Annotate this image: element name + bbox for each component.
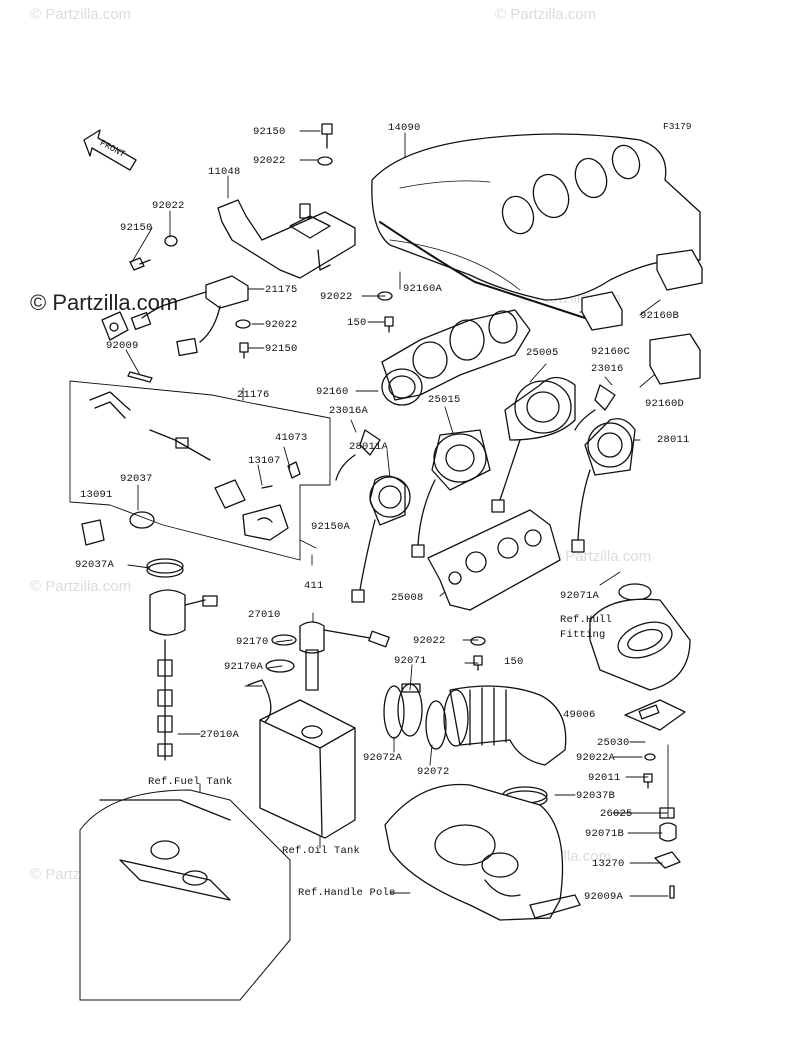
part-label[interactable]: 92160 bbox=[316, 386, 349, 398]
part-label[interactable]: 14090 bbox=[388, 122, 421, 134]
part-label[interactable]: 23016A bbox=[329, 405, 369, 417]
part-label[interactable]: 411 bbox=[304, 580, 324, 592]
kit-outline bbox=[69, 380, 331, 561]
part-label[interactable]: 25008 bbox=[391, 592, 424, 604]
watermark: © Partzilla.com bbox=[30, 578, 132, 595]
part-label[interactable]: 25005 bbox=[526, 347, 559, 359]
part-label[interactable]: 92150 bbox=[253, 126, 286, 138]
part-label[interactable]: 92071 bbox=[394, 655, 427, 667]
part-label[interactable]: 28011A bbox=[349, 441, 389, 453]
ref-fuel-tank-label: Ref.Fuel Tank bbox=[148, 776, 233, 788]
part-label[interactable]: 92071B bbox=[585, 828, 625, 840]
gauge-bracket bbox=[427, 509, 561, 611]
handle-pole bbox=[384, 783, 581, 921]
kit-parts bbox=[89, 391, 301, 541]
front-arrow-icon: FRONT bbox=[83, 129, 137, 171]
part-label[interactable]: 92022A bbox=[576, 752, 616, 764]
sensor-module bbox=[624, 699, 686, 731]
watermark: © Partzilla.com bbox=[30, 6, 132, 23]
part-label[interactable]: 92037 bbox=[120, 473, 153, 485]
oil-tank bbox=[247, 679, 356, 839]
hood-cover bbox=[371, 133, 701, 319]
fasteners-lower bbox=[470, 636, 681, 899]
part-label[interactable]: 21176 bbox=[237, 389, 270, 401]
rubber-boot bbox=[443, 685, 567, 766]
part-label[interactable]: 150 bbox=[347, 317, 367, 329]
foam-pads bbox=[581, 249, 703, 385]
part-label[interactable]: 26025 bbox=[600, 808, 633, 820]
part-label[interactable]: 92170 bbox=[236, 636, 269, 648]
part-label[interactable]: 92009 bbox=[106, 340, 139, 352]
part-label[interactable]: 150 bbox=[504, 656, 524, 668]
part-label[interactable]: 92150 bbox=[120, 222, 153, 234]
part-label[interactable]: 92072 bbox=[417, 766, 450, 778]
part-label[interactable]: 92072A bbox=[363, 752, 403, 764]
part-label[interactable]: 13091 bbox=[80, 489, 113, 501]
part-label[interactable]: 13270 bbox=[592, 858, 625, 870]
part-label[interactable]: 92071A bbox=[560, 590, 600, 602]
part-label[interactable]: 21175 bbox=[265, 284, 298, 296]
part-label[interactable]: 92150A bbox=[311, 521, 351, 533]
ref-handle-pole-label: Ref.Handle Pole bbox=[298, 887, 396, 899]
part-label[interactable]: 28011 bbox=[657, 434, 690, 446]
part-label[interactable]: 25015 bbox=[428, 394, 461, 406]
fasteners-upper bbox=[127, 123, 394, 383]
gauge-housing bbox=[381, 309, 531, 406]
part-label[interactable]: 49006 bbox=[563, 709, 596, 721]
part-label[interactable]: 27010 bbox=[248, 609, 281, 621]
part-label[interactable]: 25030 bbox=[597, 737, 630, 749]
watermark: © Partzilla.com bbox=[495, 6, 597, 23]
part-label[interactable]: 92170A bbox=[224, 661, 264, 673]
diagram-code: F3179 bbox=[663, 121, 692, 132]
part-label[interactable]: 41073 bbox=[275, 432, 308, 444]
part-label[interactable]: 92009A bbox=[584, 891, 624, 903]
ref-hull-fitting-label: Ref.Hull bbox=[560, 614, 613, 626]
fuel-sensor-left bbox=[149, 589, 218, 761]
part-label[interactable]: 92022 bbox=[152, 200, 185, 212]
part-label[interactable]: 27010A bbox=[200, 729, 240, 741]
part-label[interactable]: 92037B bbox=[576, 790, 616, 802]
clamps bbox=[383, 683, 447, 750]
relay-harness bbox=[101, 275, 249, 357]
part-label[interactable]: 92022 bbox=[265, 319, 298, 331]
part-label[interactable]: 92160B bbox=[640, 310, 680, 322]
part-label[interactable]: 92037A bbox=[75, 559, 115, 571]
small-parts-left bbox=[81, 511, 184, 578]
ref-oil-tank-label: Ref.Oil Tank bbox=[282, 845, 361, 857]
hull-fitting bbox=[589, 583, 691, 691]
part-label[interactable]: 92160D bbox=[645, 398, 685, 410]
part-label[interactable]: 23016 bbox=[591, 363, 624, 375]
part-label[interactable]: 92160A bbox=[403, 283, 443, 295]
part-label[interactable]: 92011 bbox=[588, 772, 621, 784]
part-label[interactable]: 92022 bbox=[253, 155, 286, 167]
oil-sensor bbox=[265, 621, 390, 691]
part-label[interactable]: 92150 bbox=[265, 343, 298, 355]
part-label[interactable]: 13107 bbox=[248, 455, 281, 467]
part-label[interactable]: 92160C bbox=[591, 346, 631, 358]
part-label[interactable]: 11048 bbox=[208, 166, 241, 178]
bracket bbox=[217, 199, 356, 279]
fuel-tank bbox=[79, 789, 291, 1001]
part-label[interactable]: 92022 bbox=[413, 635, 446, 647]
part-label[interactable]: 92022 bbox=[320, 291, 353, 303]
gauges bbox=[335, 376, 636, 603]
ref-hull-fitting-label: Fitting bbox=[560, 629, 606, 641]
